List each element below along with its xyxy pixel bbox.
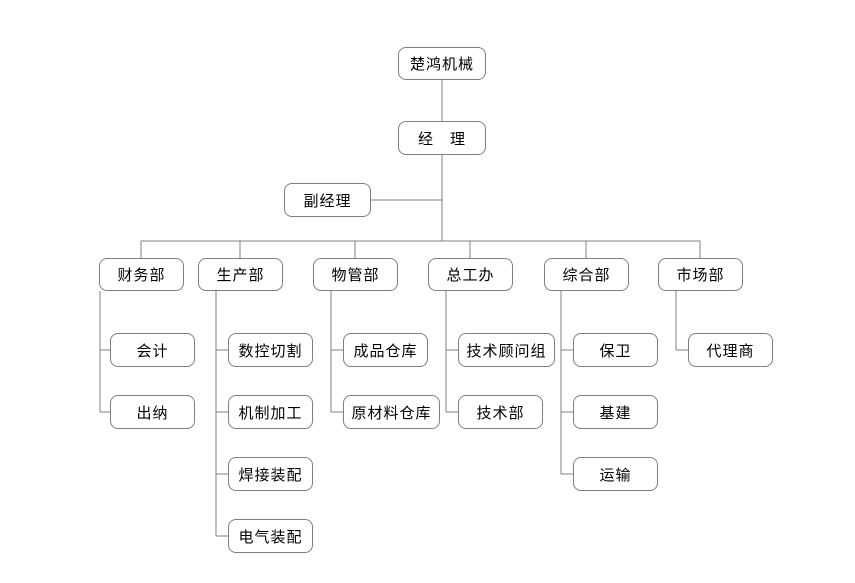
org-node-general-affairs-dept: 综合部: [544, 258, 629, 291]
org-node-infrastructure: 基建: [573, 395, 658, 429]
org-node-agents: 代理商: [688, 333, 773, 367]
org-node-welding-assembly: 焊接装配: [228, 457, 313, 491]
org-node-cashier: 出纳: [110, 395, 195, 429]
org-node-accounting: 会计: [110, 333, 195, 367]
org-node-finance-dept: 财务部: [99, 258, 184, 291]
org-node-transportation: 运输: [573, 457, 658, 491]
org-node-technical-dept: 技术部: [458, 395, 543, 429]
org-node-chief-engineer-office: 总工办: [428, 258, 513, 291]
org-node-cnc-cutting: 数控切割: [228, 333, 313, 367]
org-node-deputy-manager: 副经理: [284, 183, 371, 217]
org-node-marketing-dept: 市场部: [658, 258, 743, 291]
connector-chief-engineer-branch: [445, 291, 458, 413]
connector-general-affairs-branch: [560, 291, 573, 475]
org-node-materials-dept: 物管部: [313, 258, 398, 291]
org-node-technical-advisory-group: 技术顾问组: [458, 333, 555, 367]
connector-materials-branch: [330, 291, 343, 413]
connector-production-branch: [215, 291, 228, 537]
org-node-finished-goods-warehouse: 成品仓库: [343, 333, 428, 367]
org-node-electrical-assembly: 电气装配: [228, 519, 313, 553]
org-node-production-dept: 生产部: [198, 258, 283, 291]
connector-department-drops: [140, 241, 701, 258]
org-node-security: 保卫: [573, 333, 658, 367]
connector-finance-branch: [99, 291, 110, 413]
connector-marketing-branch: [675, 291, 688, 351]
org-node-company-root: 楚鸿机械: [398, 47, 486, 80]
org-node-raw-material-warehouse: 原材料仓库: [343, 395, 440, 429]
org-node-machining: 机制加工: [228, 395, 313, 429]
org-node-manager: 经 理: [398, 121, 486, 155]
